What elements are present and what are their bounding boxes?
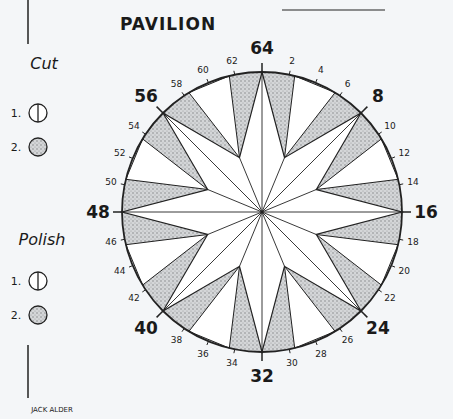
facet-line [208, 212, 262, 235]
index-number: 2 [289, 56, 295, 65]
index-tick [121, 239, 125, 241]
index-number: 36 [197, 350, 208, 359]
index-number: 50 [105, 177, 116, 186]
index-number-major: 40 [134, 319, 158, 336]
index-tick [157, 107, 163, 113]
index-number: 30 [286, 359, 297, 368]
item-number: 2. [11, 310, 22, 321]
index-number-major: 16 [414, 204, 438, 221]
index-tick [207, 341, 209, 345]
polish-symbol-1 [29, 272, 47, 290]
main-star [122, 72, 402, 352]
item-number: 1. [11, 276, 22, 287]
border-line [27, 345, 29, 398]
index-tick [316, 341, 318, 345]
index-tick [399, 183, 403, 185]
index-number: 60 [197, 65, 208, 74]
index-number: 20 [399, 266, 410, 275]
index-number: 12 [399, 149, 410, 158]
index-tick [129, 157, 133, 159]
cut-symbol-2 [29, 138, 47, 156]
index-tick [129, 266, 133, 268]
index-number: 10 [384, 122, 395, 131]
border-line [27, 0, 29, 44]
facet-line [262, 212, 263, 352]
index-number-major: 24 [366, 319, 390, 336]
index-tick [142, 132, 145, 134]
index-number-major: 8 [372, 88, 384, 105]
index-tick [340, 328, 342, 331]
index-tick [361, 311, 367, 317]
section-heading: Cut [30, 56, 58, 72]
index-number-major: 64 [250, 40, 274, 57]
index-number-major: 32 [250, 368, 274, 385]
facet-line [262, 212, 361, 311]
cut-symbol-1 [29, 104, 47, 122]
index-number: 28 [315, 350, 326, 359]
index-tick [289, 349, 291, 353]
index-tick [361, 107, 367, 113]
index-number: 44 [114, 266, 125, 275]
index-tick [233, 71, 235, 75]
shaded-facets [122, 72, 402, 352]
index-tick [316, 79, 318, 83]
index-tick [378, 290, 381, 292]
index-tick [391, 157, 395, 159]
item-number: 2. [11, 142, 22, 153]
index-tick [402, 211, 411, 213]
facet-line [240, 158, 263, 212]
index-tick [261, 63, 263, 72]
index-tick [121, 183, 125, 185]
index-number: 18 [407, 238, 418, 247]
index-tick [233, 349, 235, 353]
facet-line [262, 72, 263, 212]
index-tick [157, 311, 163, 317]
index-number: 22 [384, 293, 395, 302]
index-tick [261, 352, 263, 361]
index-tick [182, 92, 184, 95]
index-number: 58 [171, 79, 182, 88]
border-line [282, 9, 385, 10]
section-heading: Polish [19, 232, 66, 248]
author-note: JACK ALDER [31, 407, 73, 414]
facet-line [262, 113, 361, 212]
index-number: 4 [318, 65, 324, 74]
index-tick [391, 266, 395, 268]
index-tick [289, 71, 291, 75]
polish-symbol-2 [29, 306, 47, 324]
index-number-major: 48 [86, 204, 110, 221]
title: PAVILION [120, 16, 216, 33]
facet-line [122, 212, 262, 213]
index-number: 34 [226, 359, 237, 368]
facet-line [262, 190, 316, 213]
index-tick [182, 328, 184, 331]
index-number: 42 [128, 293, 139, 302]
facet-line [262, 212, 285, 266]
item-number: 1. [11, 108, 22, 119]
index-number-major: 56 [134, 88, 158, 105]
index-tick [207, 79, 209, 83]
index-number: 6 [345, 79, 351, 88]
gem-facet-diagram [113, 63, 411, 361]
index-tick [399, 239, 403, 241]
index-tick [142, 290, 145, 292]
index-number: 38 [171, 336, 182, 345]
facet-line [262, 212, 402, 213]
index-tick [113, 211, 122, 213]
index-tick [340, 92, 342, 95]
index-number: 26 [342, 336, 353, 345]
index-tick [378, 132, 381, 134]
index-number: 62 [226, 56, 237, 65]
index-number: 52 [114, 149, 125, 158]
index-number: 46 [105, 238, 116, 247]
facet-line [163, 212, 262, 311]
index-number: 14 [407, 177, 418, 186]
facet-line [163, 113, 262, 212]
girdle-circle [122, 72, 402, 352]
index-number: 54 [128, 122, 139, 131]
